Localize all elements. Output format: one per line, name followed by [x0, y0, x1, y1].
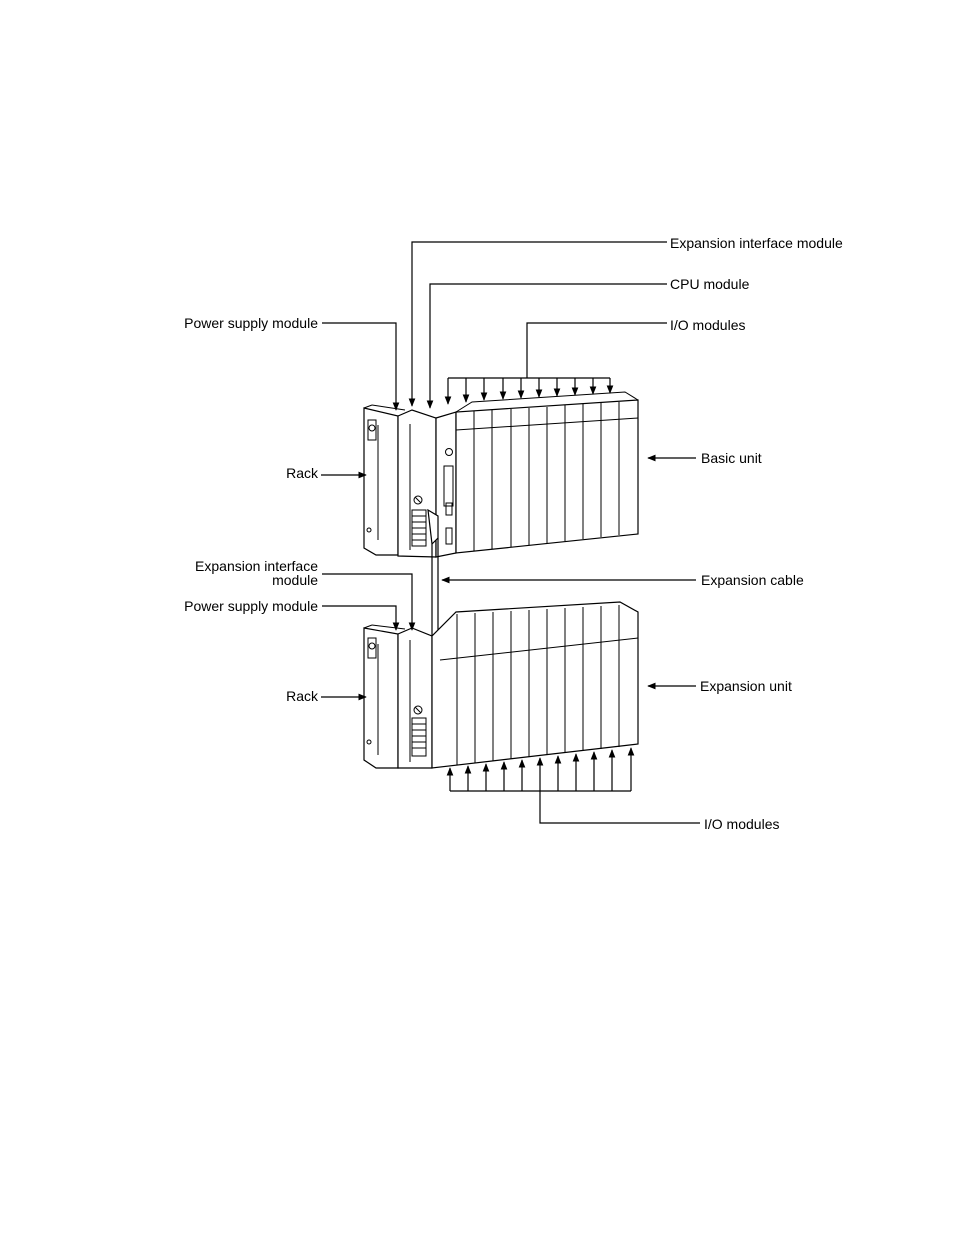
- label-rack-bottom: Rack: [286, 688, 319, 704]
- io-modules-top-drawing: [456, 392, 638, 553]
- io-modules-bottom-drawing: [432, 602, 638, 768]
- power-supply-module-bottom-drawing: [398, 628, 432, 768]
- label-expansion-interface-line2: module: [272, 572, 318, 588]
- expansion-unit-drawing: [364, 602, 638, 768]
- label-expansion-cable: Expansion cable: [701, 572, 804, 588]
- label-rack-top: Rack: [286, 465, 319, 481]
- cpu-module-drawing: [436, 412, 456, 557]
- label-expansion-interface-module-top: Expansion interface module: [670, 235, 843, 251]
- label-expansion-unit: Expansion unit: [700, 678, 792, 694]
- label-io-modules-bottom: I/O modules: [704, 816, 779, 832]
- power-supply-module-top-drawing: [398, 410, 436, 557]
- label-io-modules-top: I/O modules: [670, 317, 745, 333]
- label-basic-unit: Basic unit: [701, 450, 762, 466]
- label-cpu-module: CPU module: [670, 276, 750, 292]
- label-power-supply-module-top: Power supply module: [184, 315, 318, 331]
- label-power-supply-module-bottom: Power supply module: [184, 598, 318, 614]
- leader-power-supply-top: [322, 323, 396, 410]
- leader-expansion-interface-bottom: [322, 574, 412, 630]
- basic-unit-drawing: [364, 392, 638, 557]
- leader-io-modules-top: [448, 323, 667, 404]
